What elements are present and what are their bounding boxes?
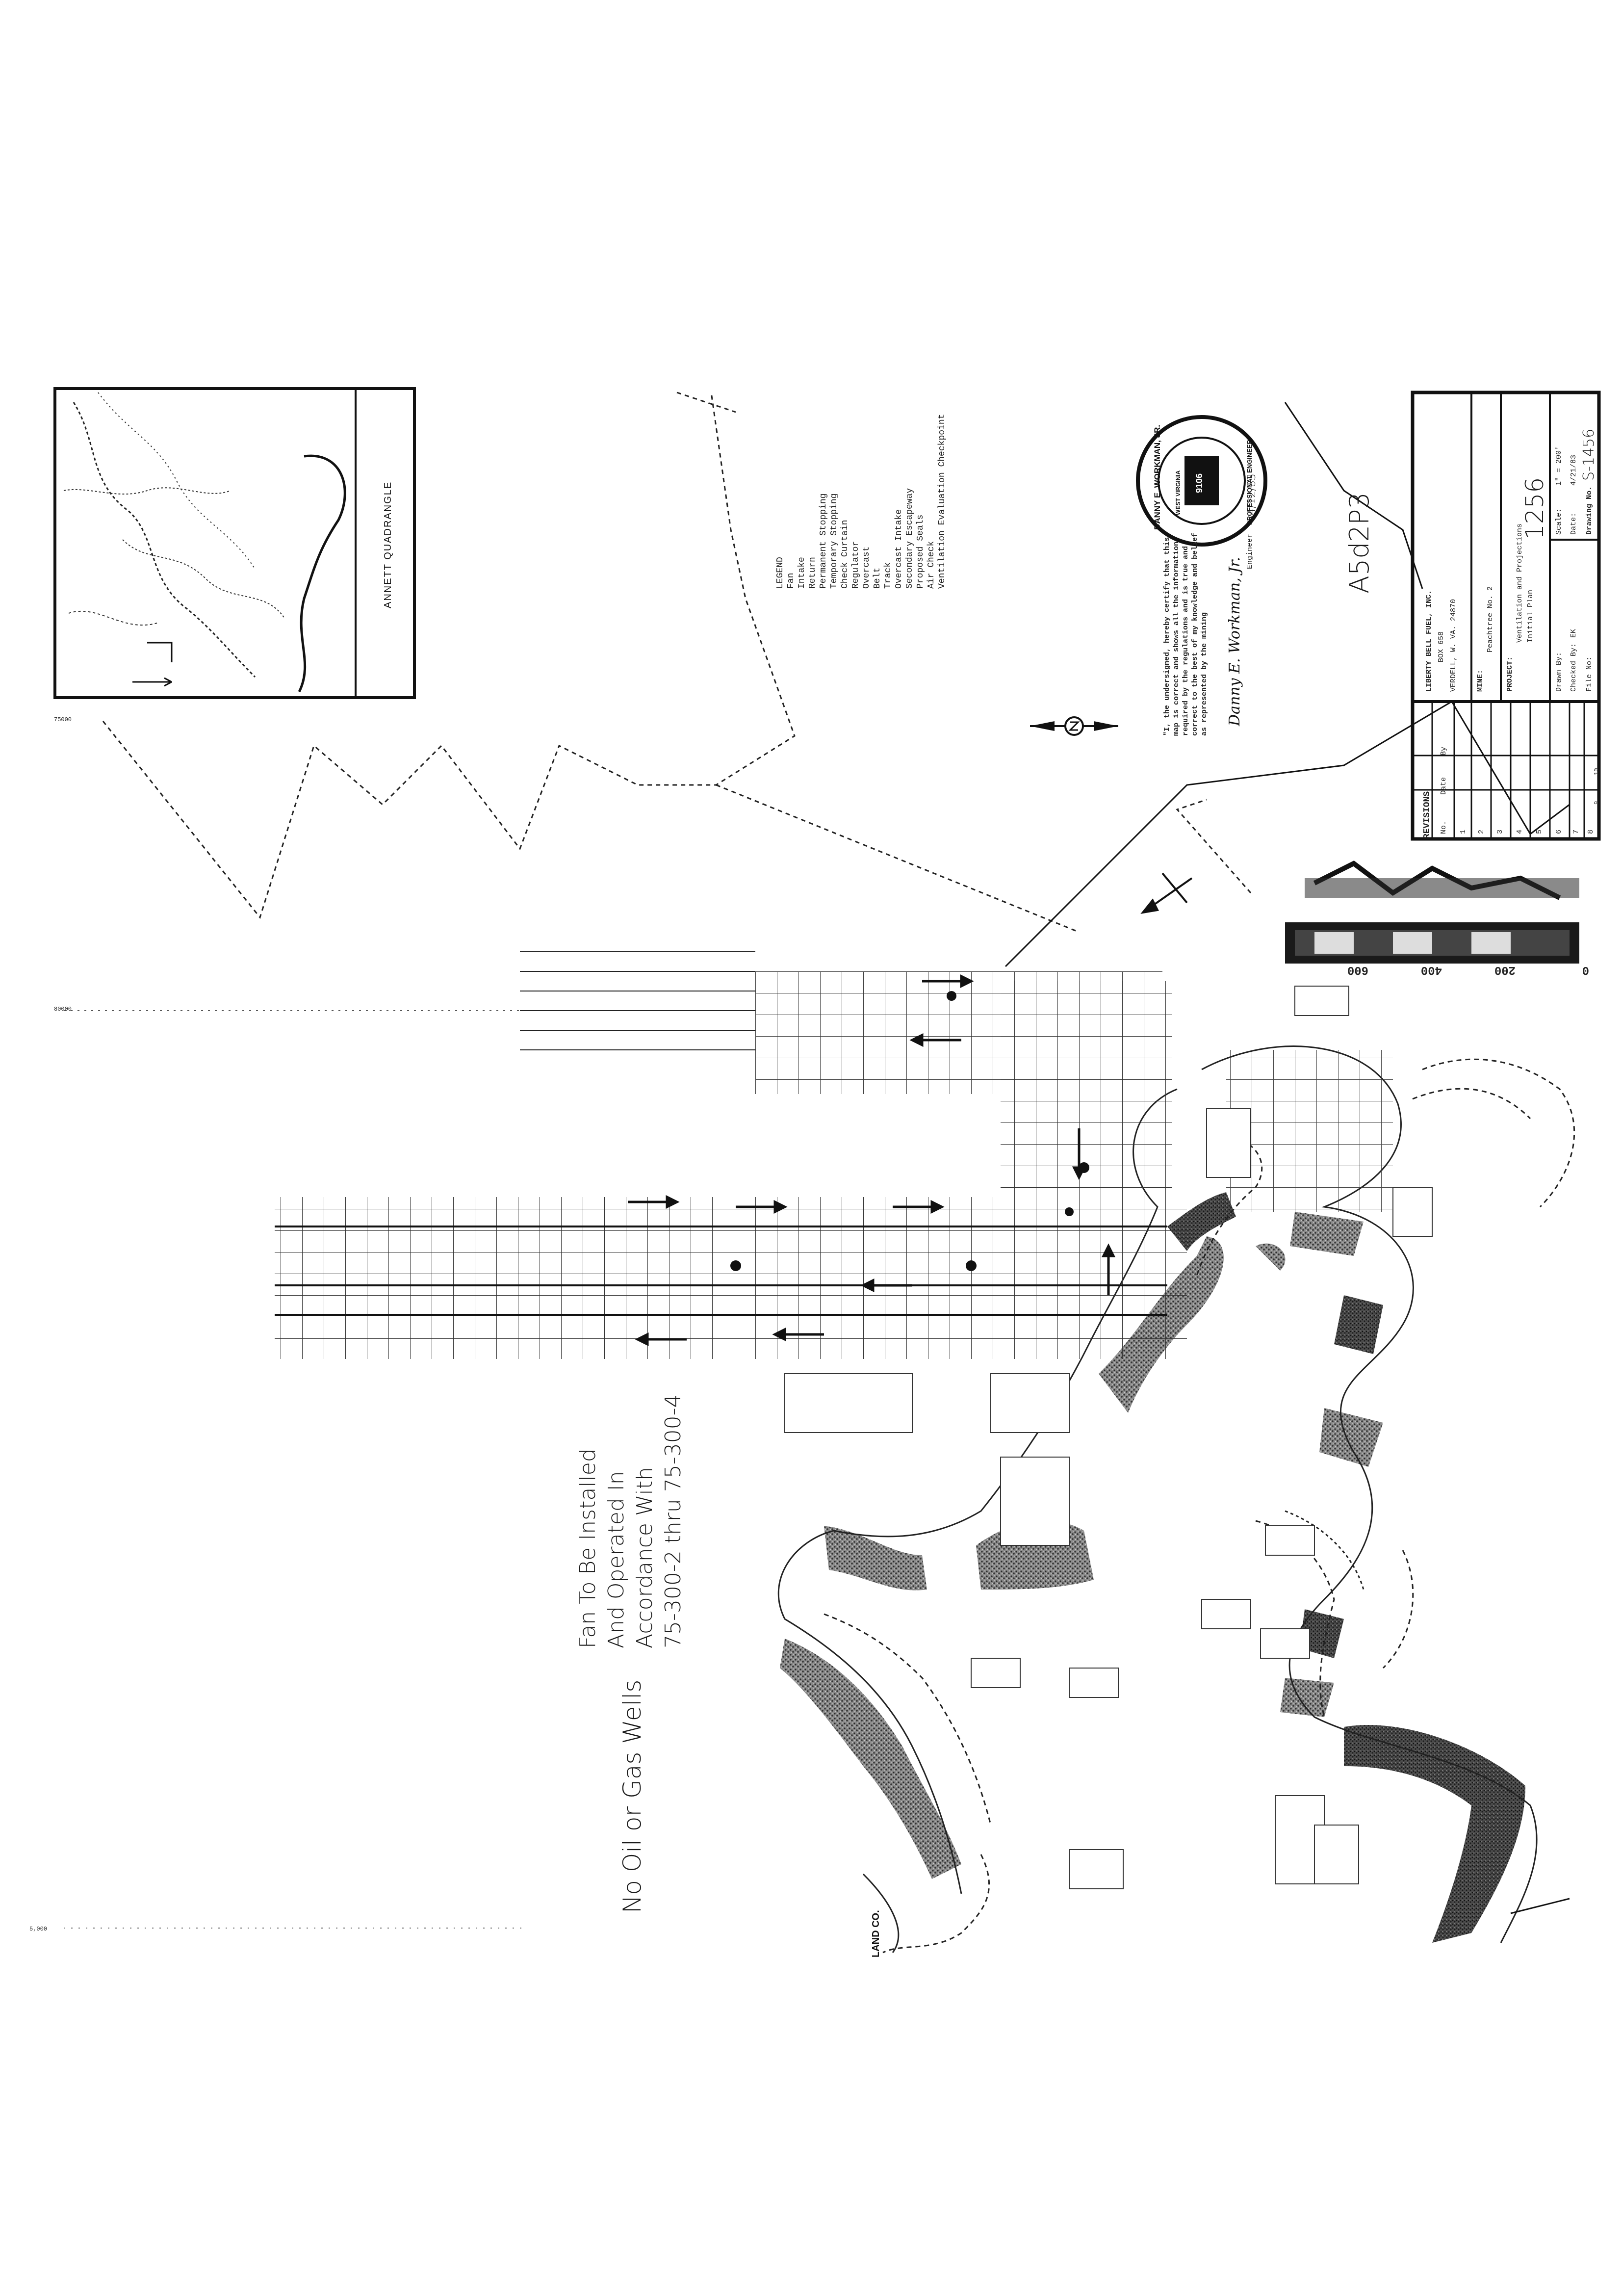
project-label: PROJECT:: [1506, 656, 1514, 692]
revisions-col-date: Date: [1440, 777, 1448, 795]
fan-note-line: Fan To Be Installed: [575, 1448, 600, 1648]
revisions-col-by: By: [1440, 746, 1448, 756]
revision-number: 7: [1572, 829, 1580, 834]
legend-heading: LEGEND: [775, 557, 785, 589]
fan-dots: [730, 991, 1089, 1271]
index-map: [53, 387, 416, 699]
revision-number: 9: [1593, 801, 1600, 805]
seal-name: DANNY E. WORKMAN, JR.: [1153, 424, 1162, 530]
legend-item: Fan: [786, 573, 796, 589]
mine-workings-east: [1226, 1050, 1393, 1212]
revisions-header: REVISIONS: [1422, 791, 1432, 839]
date-label: Date:: [1570, 512, 1578, 535]
handwritten-stamp: 1256: [1520, 477, 1549, 540]
revision-number: 2: [1477, 829, 1486, 834]
signature-role: Engineer: [1246, 533, 1254, 569]
drawing-number: S-1456: [1580, 428, 1597, 481]
legend-item: Permanent Stopping: [819, 493, 828, 589]
revision-number: 6: [1555, 829, 1563, 834]
revision-number: 8: [1587, 829, 1595, 834]
title-block-frame: [1411, 391, 1601, 841]
revision-number: 3: [1496, 829, 1504, 834]
certification-line: correct to the best of my knowledge and …: [1191, 532, 1199, 736]
margin-mark: 5,000: [29, 1926, 48, 1932]
certification-line: map is correct and shows all the informa…: [1172, 541, 1181, 736]
legend-item: Return: [808, 557, 818, 589]
company-name: LIBERTY BELL FUEL, INC.: [1425, 590, 1433, 692]
legend-item: Secondary Escapeway: [905, 488, 915, 589]
scale-label: Scale:: [1555, 508, 1563, 535]
scale-tick: 0: [1582, 963, 1589, 976]
revision-number: 1: [1459, 829, 1468, 834]
north-arrow: [1030, 716, 1118, 736]
fan-note-line: Accordance With: [632, 1467, 657, 1648]
legend-item: Track: [883, 562, 893, 589]
project-line: Ventilation and Projections: [1516, 523, 1524, 643]
drawing-label: Drawing No.: [1585, 486, 1594, 535]
revision-number: 5: [1535, 829, 1544, 834]
checked-by-label: Checked By:: [1570, 643, 1578, 692]
legend-item: Regulator: [851, 541, 861, 589]
certification-line: "I, the undersigned, hereby certify that…: [1163, 537, 1171, 736]
fan-note-line: 75-300-2 thru 75-300-4: [661, 1394, 686, 1648]
wells-note: No Oil or Gas Wells: [618, 1679, 646, 1913]
legend-item: Ventilation Evaluation Checkpoint: [937, 414, 947, 589]
company-box: BOX 658: [1437, 631, 1445, 662]
margin-mark: 80000: [54, 1006, 72, 1013]
legend-item: Belt: [873, 567, 882, 589]
drainage-arrow: [1140, 872, 1193, 914]
mine-label: MINE:: [1476, 669, 1485, 692]
fan-note-line: And Operated In: [604, 1471, 629, 1648]
revision-number: 10: [1593, 768, 1600, 775]
project-line: Initial Plan: [1526, 589, 1535, 643]
seal-type: PROFESSIONAL ENGINEER: [1246, 440, 1253, 525]
drawn-by-label: Drawn By:: [1555, 652, 1563, 692]
checked-by-value: EK: [1570, 628, 1578, 638]
land-label: LAND CO.: [871, 1910, 881, 1957]
mine-workings-south: [275, 1197, 1187, 1359]
certification-line: as represented by the mining: [1200, 612, 1209, 736]
legend: LEGEND Fan Intake Return Permanent Stopp…: [775, 414, 948, 589]
seal-number: 9106: [1194, 473, 1204, 493]
scale-tick: 200: [1494, 963, 1516, 976]
seal-state: WEST VIRGINIA: [1175, 470, 1182, 515]
scale-value: 1" = 200': [1555, 445, 1563, 486]
legend-item: Check Curtain: [840, 520, 850, 589]
fan-note: Fan To Be Installed And Operated In Acco…: [574, 1394, 688, 1648]
handwritten-code: A5d2P3: [1344, 492, 1375, 594]
legend-item: Air Check: [927, 541, 936, 589]
index-map-label: ANNETT QUADRANGLE: [383, 481, 393, 608]
date-value: 4/21/83: [1570, 454, 1578, 486]
certification-line: required by the regulations and is true …: [1182, 546, 1190, 736]
elevation-tables: [784, 986, 1433, 1889]
pe-seal: [1136, 415, 1267, 547]
scale-tick: 600: [1347, 963, 1368, 976]
ventilation-arrows: [628, 974, 1116, 1347]
margin-mark: 75000: [54, 716, 72, 723]
mine-name: Peachtree No. 2: [1486, 586, 1494, 652]
legend-item: Proposed Seals: [916, 514, 926, 589]
scale-tick: 400: [1420, 963, 1442, 976]
crop-lines: [777, 1045, 1575, 1954]
scale-bar: [1285, 861, 1579, 964]
revision-number: 4: [1516, 829, 1524, 834]
legend-item: Overcast: [862, 546, 872, 589]
legend-item: Temporary Stopping: [829, 493, 839, 589]
company-city: VERDELL, W. VA. 24870: [1449, 599, 1458, 692]
certification-text: "I, the undersigned, hereby certify that…: [1162, 533, 1209, 736]
property-boundary: [102, 391, 1252, 933]
engineer-signature: Danny E. Workman, Jr.: [1226, 557, 1243, 726]
mine-workings-north: [520, 951, 1172, 1226]
file-label: File No:: [1585, 656, 1594, 692]
revisions-col-no: No.: [1440, 820, 1448, 834]
legend-item: Overcast Intake: [894, 509, 904, 589]
legend-item: Intake: [797, 557, 807, 589]
